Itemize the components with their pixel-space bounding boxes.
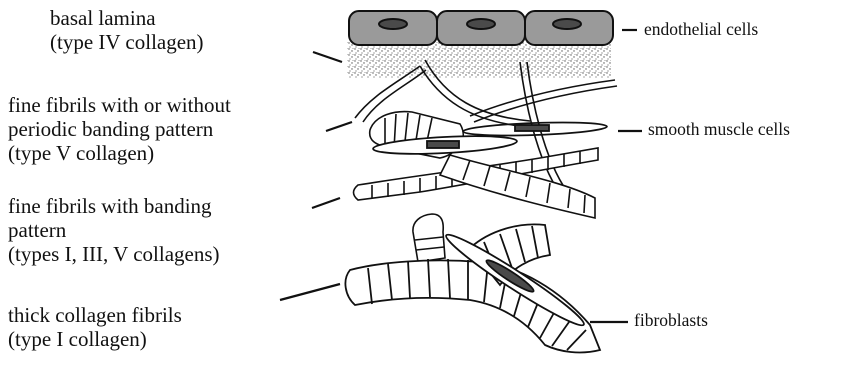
leader-thick-fibrils (280, 284, 340, 300)
label-endothelial-cells: endothelial cells (644, 21, 758, 39)
basal-lamina-band (347, 42, 611, 78)
endothelial-nucleus (467, 19, 495, 29)
endothelial-cell-layer (349, 11, 613, 45)
label-line: (type I collagen) (8, 329, 182, 350)
label-basal-lamina: basal lamina (type IV collagen) (50, 8, 204, 53)
endothelial-nucleus (379, 19, 407, 29)
label-smooth-muscle-cells: smooth muscle cells (648, 121, 790, 139)
banded-fibril-vertical (413, 214, 445, 262)
label-line: thick collagen fibrils (8, 305, 182, 326)
label-line: periodic banding pattern (8, 119, 231, 140)
endothelial-nucleus (553, 19, 581, 29)
label-fine-fibrils-periodic: fine fibrils with or without periodic ba… (8, 95, 231, 164)
label-line: (type IV collagen) (50, 32, 204, 53)
label-fine-fibrils-banding: fine fibrils with banding pattern (types… (8, 196, 220, 265)
label-line: pattern (8, 220, 220, 241)
label-fibroblasts: fibroblasts (634, 312, 708, 330)
leader-fine-fibrils-banding (312, 198, 340, 208)
label-line: basal lamina (50, 8, 204, 29)
label-line: (type V collagen) (8, 143, 231, 164)
leader-fine-fibrils-periodic (326, 122, 352, 131)
smooth-muscle-nucleus (515, 125, 549, 131)
label-line: fine fibrils with or without (8, 95, 231, 116)
label-thick-fibrils: thick collagen fibrils (type I collagen) (8, 305, 182, 350)
smooth-muscle-nucleus (427, 141, 459, 148)
label-line: (types I, III, V collagens) (8, 244, 220, 265)
leader-basal-lamina (313, 52, 342, 62)
label-line: fine fibrils with banding (8, 196, 220, 217)
